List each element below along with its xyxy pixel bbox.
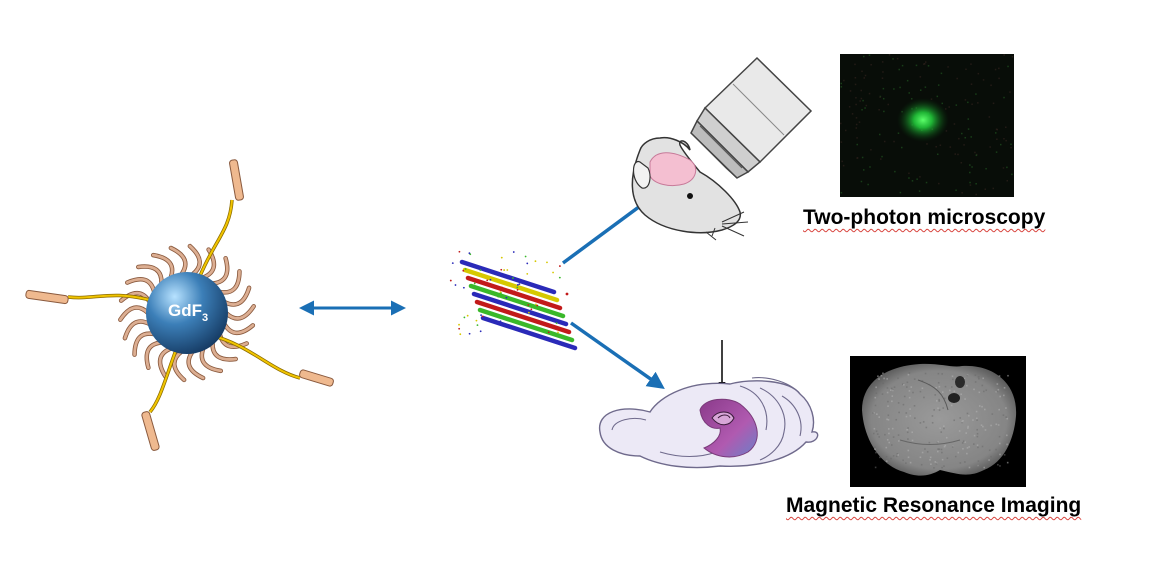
peg-terminal [25, 289, 69, 305]
peg-terminal [141, 411, 160, 451]
core-subscript: 3 [202, 312, 208, 324]
two-photon-label: Two-photon microscopy [803, 206, 1046, 229]
mouse-icon [631, 136, 749, 241]
brain-labeled-region [699, 398, 758, 458]
peg-terminal [299, 369, 334, 387]
mri-label: Magnetic Resonance Imaging [786, 494, 1082, 517]
gdf3-core [146, 272, 228, 354]
arrow-to-microscopy [561, 195, 654, 265]
two-photon-image [840, 54, 1014, 197]
fluorescence-spot [897, 98, 949, 142]
mri-image [850, 356, 1026, 487]
mouse-brain-icon [599, 377, 819, 469]
peg-terminal [229, 159, 244, 201]
protein-structure-icon [449, 250, 578, 351]
mri-brain-slice [862, 363, 1017, 476]
microscope-objective-icon [690, 56, 813, 179]
arrow-to-mri [569, 321, 665, 390]
peg-chains [25, 159, 334, 451]
gdf3-nanoparticle: GdF3 [25, 159, 334, 451]
core-label: GdF3 [168, 301, 208, 324]
